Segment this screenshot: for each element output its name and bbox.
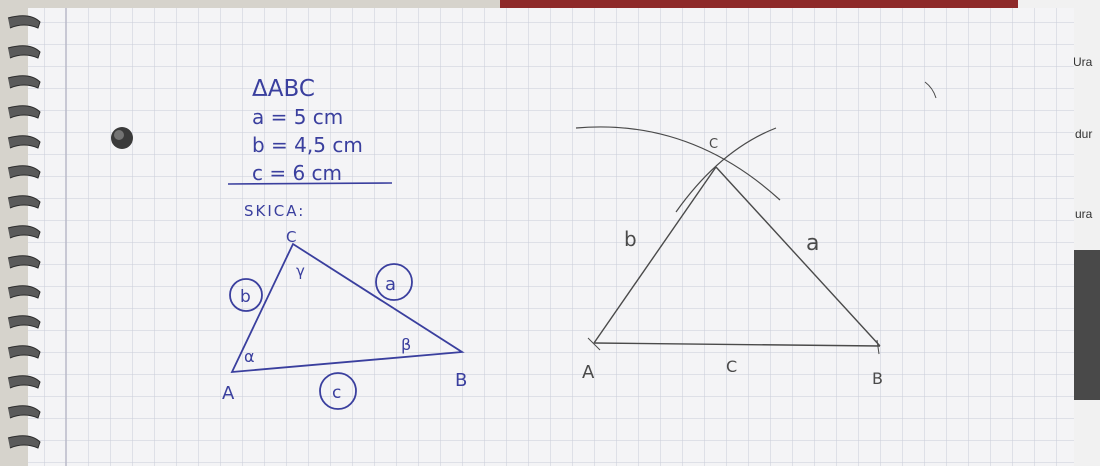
given-side-b: b = 4,5 cm — [252, 133, 363, 157]
construction-vertex-b: B — [872, 369, 883, 388]
right-page-text-3: ura — [1075, 207, 1093, 221]
spiral-coil — [7, 75, 41, 89]
grid-paper — [28, 8, 1074, 466]
sketch-side-a: a — [385, 274, 396, 295]
construction-labels: C A B C b a — [582, 137, 883, 388]
spiral-coil — [7, 225, 41, 239]
angle-gamma: γ — [296, 262, 305, 280]
spiral-coil — [7, 375, 41, 389]
divider-line — [227, 182, 393, 185]
right-page-text-1: Ura — [1073, 55, 1093, 69]
spiral-coil — [7, 135, 41, 149]
given-side-a: a = 5 cm — [252, 105, 343, 129]
segment-b — [593, 166, 717, 344]
angle-alpha: α — [244, 347, 255, 366]
spiral-coil — [7, 255, 41, 269]
right-page-text-2: dur — [1075, 127, 1092, 141]
construction-side-a: a — [806, 231, 819, 256]
given-side-c: c = 6 cm — [252, 161, 342, 185]
spiral-coil — [7, 315, 41, 329]
given-data: ΔABC a = 5 cm b = 4,5 cm c = 6 cm SKICA: — [227, 76, 393, 220]
angle-beta: β — [401, 335, 411, 354]
spiral-coil — [7, 285, 41, 299]
spiral-coil — [7, 405, 41, 419]
triangle-heading: ΔABC — [252, 76, 315, 102]
spiral-coil — [7, 435, 41, 449]
arc-from-b — [675, 127, 777, 213]
spiral-binding — [7, 15, 41, 449]
construction-vertex-a: A — [582, 362, 595, 383]
sketch-vertex-a: A — [222, 383, 235, 404]
sketch-vertex-c: C — [286, 228, 296, 246]
segment-c — [593, 342, 881, 347]
side-c-circle — [319, 372, 357, 410]
spiral-coil — [7, 345, 41, 359]
sketch-side-b: b — [240, 287, 251, 307]
side-a-circle — [375, 263, 413, 301]
side-b-circle — [229, 278, 263, 312]
sketch-triangle-outline — [230, 242, 465, 374]
arc-from-a — [575, 126, 781, 201]
sketch-vertex-b: B — [455, 370, 467, 391]
construction — [575, 81, 937, 355]
spiral-coil — [7, 195, 41, 209]
sketch-label: SKICA: — [244, 202, 305, 220]
sketch-side-c: c — [332, 383, 341, 403]
construction-side-b: b — [624, 227, 637, 251]
sketch-triangle — [229, 242, 465, 410]
spiral-coil — [7, 45, 41, 59]
construction-vertex-c: C — [709, 137, 718, 152]
segment-a — [715, 166, 881, 347]
spiral-coil — [7, 105, 41, 119]
spiral-coil — [7, 165, 41, 179]
spiral-coil — [7, 15, 41, 29]
construction-side-c: C — [726, 357, 737, 376]
sketch-labels: C A B b a c α β γ — [222, 228, 467, 404]
